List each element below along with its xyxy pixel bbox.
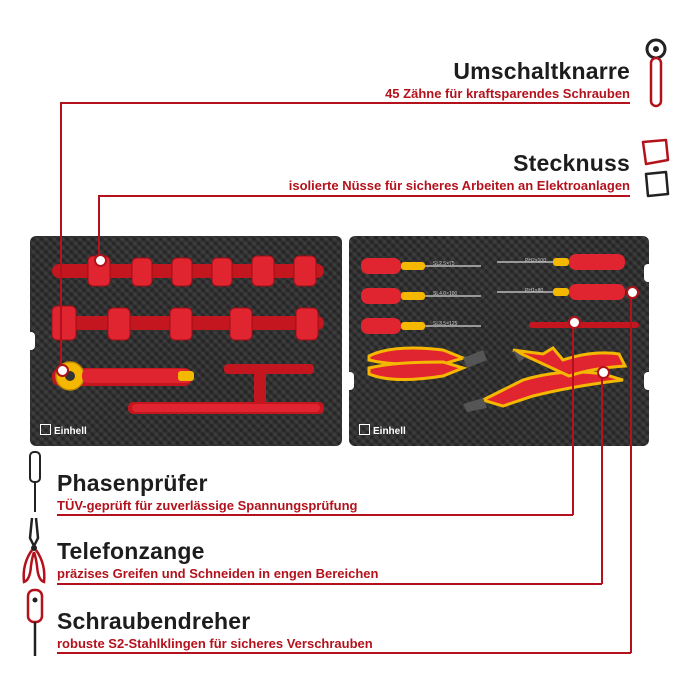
tray-notch: [30, 332, 35, 350]
tray-label-sl2: SL2.5×75: [433, 261, 455, 267]
tray-logo-left-text: Einhell: [54, 426, 87, 437]
leader-ratchet-v: [60, 102, 62, 368]
tray-logo-right: Einhell: [359, 424, 406, 437]
feature-socket-subtitle: isolierte Nüsse für sicheres Arbeiten an…: [288, 178, 630, 193]
feature-tester-title: Phasenprüfer: [57, 470, 208, 496]
feature-ratchet-title: Umschaltknarre: [453, 58, 630, 84]
feature-pliers-subtitle: präzises Greifen und Schneiden in engen …: [57, 566, 379, 581]
leader-pliers-v: [601, 370, 603, 584]
leader-tester-dot: [568, 316, 581, 329]
feature-ratchet: Umschaltknarre 45 Zähne für kraftsparend…: [385, 58, 630, 102]
feature-ratchet-subtitle: 45 Zähne für kraftsparendes Schrauben: [385, 86, 630, 101]
leader-screwdriver-v: [630, 290, 632, 653]
leader-tester-v: [572, 320, 574, 515]
feature-screwdriver-subtitle: robuste S2-Stahlklingen für sicheres Ver…: [57, 636, 373, 651]
socket-row-bottom: [51, 305, 324, 341]
leader-socket-dot: [94, 254, 107, 267]
leader-screwdriver-h: [57, 652, 631, 654]
tray-label-sl4: SL4.0×100: [433, 291, 458, 297]
tray-logo-right-text: Einhell: [373, 426, 406, 437]
leader-pliers-dot: [597, 366, 610, 379]
feature-screwdriver-title: Schraubendreher: [57, 608, 251, 634]
socket-icon: [641, 138, 670, 198]
voltage-tester-icon: [29, 451, 41, 512]
screwdrivers-tray-items: [361, 254, 639, 334]
pliers-tray-items: [367, 346, 628, 412]
tray-label-sl35: SL3.5×125: [433, 321, 458, 327]
tray-notch: [349, 372, 354, 390]
leader-socket-v: [98, 195, 100, 257]
pliers-icon: [22, 517, 46, 584]
tray-notch: [644, 264, 649, 282]
leader-screwdriver-dot: [626, 286, 639, 299]
socket-row-top: [52, 255, 324, 287]
tool-tray: SL2.5×75 PH2×100 SL4.0×100 PH1×80 SL3.5×…: [349, 236, 649, 446]
ratchet-tray-item: [52, 361, 324, 414]
feature-tester: Phasenprüfer TÜV-geprüft für zuverlässig…: [57, 470, 357, 514]
feature-socket-title: Stecknuss: [513, 150, 630, 176]
ratchet-icon: [645, 38, 667, 108]
feature-pliers-title: Telefonzange: [57, 538, 205, 564]
leader-ratchet-dot: [56, 364, 69, 377]
screwdriver-icon: [26, 588, 44, 656]
feature-pliers: Telefonzange präzises Greifen und Schnei…: [57, 538, 378, 582]
leader-socket-h: [98, 195, 630, 197]
leader-pliers-h: [57, 583, 602, 585]
tray-label-ph2: PH2×100: [525, 258, 546, 264]
tray-label-ph1: PH1×80: [525, 288, 544, 294]
leader-ratchet-h: [60, 102, 630, 104]
tray-logo-left: Einhell: [40, 424, 87, 437]
socket-tray: Einhell: [30, 236, 342, 446]
leader-tester-h: [57, 514, 573, 516]
feature-tester-subtitle: TÜV-geprüft für zuverlässige Spannungspr…: [57, 498, 358, 513]
tray-notch: [644, 372, 649, 390]
feature-socket: Stecknuss isolierte Nüsse für sicheres A…: [289, 150, 630, 194]
feature-screwdriver: Schraubendreher robuste S2-Stahlklingen …: [57, 608, 373, 652]
